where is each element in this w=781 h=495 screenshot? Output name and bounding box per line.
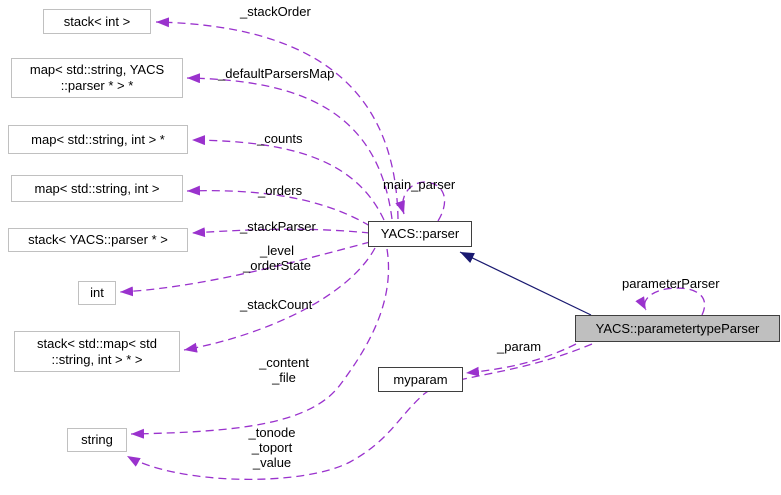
node-yacs-parametertypeparser: YACS::parametertypeParser	[575, 315, 780, 342]
edge-mainparser-selfloop	[395, 181, 446, 222]
node-int: int	[78, 281, 116, 305]
node-map-string-int: map< std::string, int >	[11, 175, 183, 202]
node-stack-yacs-parser: stack< YACS::parser * >	[8, 228, 188, 252]
edge-inheritance	[459, 251, 592, 316]
edge-parameterparser-selfloop	[635, 287, 706, 316]
node-stack-int: stack< int >	[43, 9, 151, 34]
edge-label-mainparser: main_parser	[383, 177, 456, 192]
edge-label-parameterparser: parameterParser	[622, 276, 720, 291]
node-map-string-yacs-parser: map< std::string, YACS ::parser * > *	[11, 58, 183, 98]
node-myparam[interactable]: myparam	[378, 367, 463, 392]
edge-counts	[191, 135, 385, 221]
edge-label-stackcount: _stackCount	[240, 297, 313, 312]
node-map-string-int-ptr: map< std::string, int > *	[8, 125, 188, 154]
edge-label-defaultparsersmap: _defaultParsersMap	[218, 66, 335, 81]
edge-defaultparsersmap	[186, 73, 393, 220]
edge-label-param: _param	[497, 339, 542, 354]
edge-stackorder	[155, 17, 399, 220]
node-string: string	[67, 428, 127, 452]
edge-orders	[186, 185, 371, 227]
edge-label-counts: _counts	[257, 131, 303, 146]
edge-label-tonode-toport-value: _tonode _toport _value	[248, 425, 296, 470]
node-yacs-parser[interactable]: YACS::parser	[368, 221, 472, 247]
node-stack-map-string-int: stack< std::map< std ::string, int > * >	[14, 331, 180, 372]
edge-tonode-toport-value	[126, 343, 593, 480]
edge-level-orderstate	[119, 241, 371, 297]
edge-label-content-file: _content _file	[259, 355, 309, 385]
edge-label-orders: _orders	[258, 183, 303, 198]
edge-content-file	[130, 248, 390, 439]
edge-label-stackorder: _stackOrder	[240, 4, 311, 19]
edge-label-level-orderstate: _level _orderState	[243, 243, 311, 273]
edge-param	[465, 343, 577, 377]
edge-label-stackparser: _stackParser	[240, 219, 316, 234]
